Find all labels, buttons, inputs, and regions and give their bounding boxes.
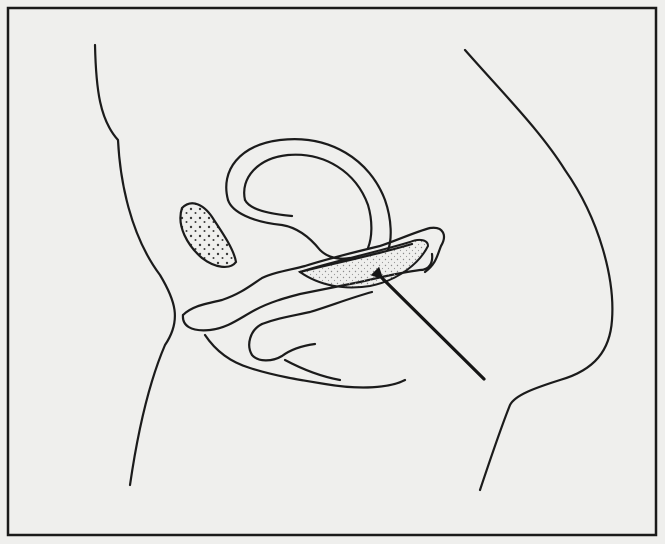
posterior-inner (285, 360, 340, 380)
uterus-lower-inner (245, 200, 292, 216)
rectum-loop (249, 324, 315, 360)
perineum-contour (205, 335, 405, 387)
vaginal-canal-inner (262, 292, 372, 324)
device (300, 240, 428, 288)
uterus-inner (244, 155, 371, 248)
uterus-lower-outer (228, 200, 350, 259)
abdomen-contour (465, 50, 612, 490)
back-contour (95, 45, 175, 485)
arrow-icon (382, 278, 484, 379)
pubic-bone (180, 203, 236, 267)
